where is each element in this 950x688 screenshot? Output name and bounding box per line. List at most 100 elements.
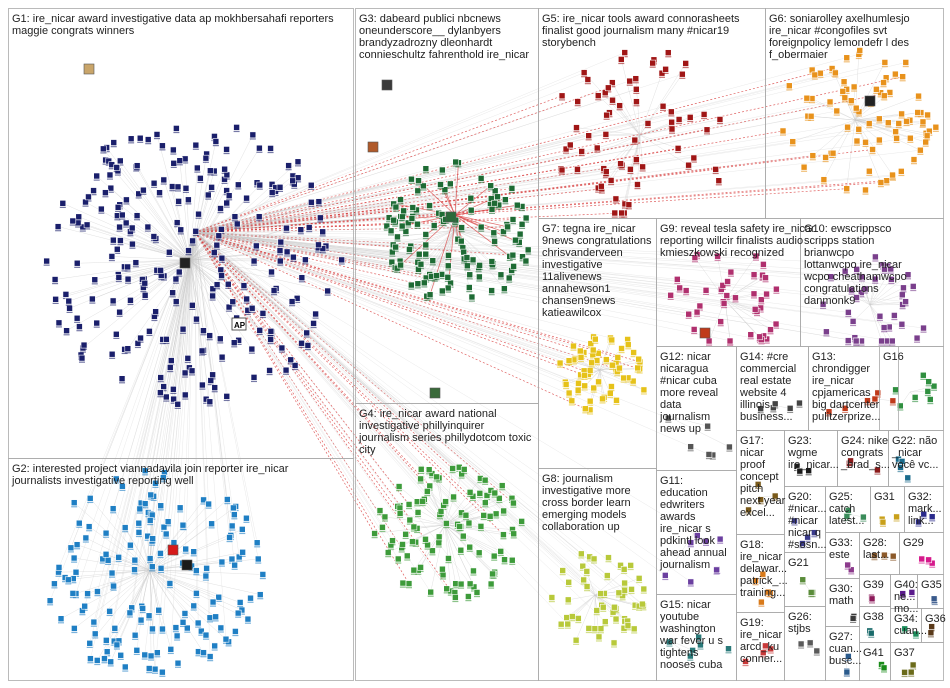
node-g9[interactable] [750, 290, 758, 298]
node-g2[interactable] [137, 616, 145, 624]
node-g8[interactable] [590, 555, 598, 563]
node-g1[interactable] [133, 212, 141, 219]
node-g2[interactable] [70, 499, 78, 506]
node-g8[interactable] [563, 614, 571, 621]
node-g6[interactable] [826, 98, 834, 106]
node-g7[interactable] [640, 386, 648, 394]
node-g4[interactable] [457, 546, 465, 554]
node-g1[interactable] [256, 144, 263, 152]
node-g1[interactable] [136, 134, 144, 142]
node-g1[interactable] [163, 336, 170, 343]
node-g12[interactable] [687, 443, 694, 450]
node-g6[interactable] [853, 137, 861, 145]
node-g2[interactable] [145, 612, 153, 620]
node-g17[interactable] [757, 496, 764, 503]
node-g1[interactable] [127, 135, 135, 143]
node-g1[interactable] [315, 241, 322, 249]
node-g20[interactable] [799, 540, 806, 547]
node-g1[interactable] [93, 172, 101, 180]
node-g1[interactable] [250, 374, 258, 381]
node-g18[interactable] [752, 577, 759, 584]
node-g1[interactable] [152, 308, 159, 315]
node-g1[interactable] [107, 184, 115, 192]
node-g4[interactable] [466, 543, 474, 551]
node-g4[interactable] [442, 498, 449, 505]
node-g9[interactable] [702, 287, 710, 294]
node-g7[interactable] [624, 341, 632, 348]
node-g9[interactable] [767, 326, 774, 333]
node-g2[interactable] [87, 655, 94, 662]
node-g1[interactable] [277, 238, 285, 246]
node-g6[interactable] [779, 127, 787, 135]
node-g2[interactable] [179, 619, 187, 626]
node-g5[interactable] [715, 177, 723, 185]
node-g2[interactable] [119, 482, 126, 490]
node-g6[interactable] [786, 82, 793, 90]
node-g4[interactable] [473, 589, 481, 596]
node-g7[interactable] [581, 371, 588, 379]
node-g2[interactable] [173, 632, 181, 640]
node-g16[interactable] [892, 386, 899, 394]
node-g9[interactable] [685, 310, 693, 318]
node-g3[interactable] [458, 224, 465, 231]
node-g6[interactable] [898, 168, 905, 175]
node-g5[interactable] [602, 131, 610, 138]
node-g2[interactable] [200, 649, 207, 656]
node-g2[interactable] [157, 550, 164, 557]
node-g3[interactable] [490, 229, 498, 237]
node-g1[interactable] [63, 327, 70, 334]
node-g3[interactable] [421, 279, 428, 287]
node-g4[interactable] [422, 536, 429, 543]
node-g3[interactable] [476, 273, 483, 281]
node-g5[interactable] [664, 49, 672, 56]
node-g10[interactable] [827, 273, 835, 280]
node-g8[interactable] [593, 607, 601, 614]
node-g1[interactable] [115, 274, 123, 281]
node-g1[interactable] [137, 334, 144, 342]
node-g2[interactable] [239, 548, 246, 556]
node-g2[interactable] [243, 514, 250, 522]
node-g2[interactable] [218, 558, 226, 566]
node-g5[interactable] [662, 65, 669, 73]
node-g23[interactable] [805, 467, 812, 474]
node-g1[interactable] [113, 245, 121, 253]
node-g11[interactable] [702, 537, 710, 545]
node-g6[interactable] [884, 119, 892, 127]
node-g1[interactable] [185, 196, 192, 204]
node-g1[interactable] [124, 263, 131, 271]
node-g6[interactable] [902, 59, 910, 66]
node-g1[interactable] [307, 181, 315, 189]
node-g6[interactable] [876, 115, 883, 123]
node-g7[interactable] [618, 345, 625, 352]
node-g1[interactable] [213, 241, 221, 249]
node-g1[interactable] [162, 393, 170, 401]
node-g4[interactable] [419, 498, 426, 505]
node-g4[interactable] [480, 512, 488, 519]
node-g1[interactable] [153, 131, 161, 138]
node-g6[interactable] [840, 78, 848, 86]
node-g1[interactable] [173, 125, 180, 132]
node-g1[interactable] [209, 292, 216, 300]
node-g2[interactable] [208, 520, 215, 528]
node-g8[interactable] [639, 600, 646, 608]
node-g8[interactable] [615, 589, 623, 597]
node-g5[interactable] [631, 136, 639, 144]
node-g5[interactable] [633, 156, 640, 163]
node-g5[interactable] [584, 76, 592, 83]
node-g5[interactable] [573, 124, 580, 131]
node-g4[interactable] [414, 509, 422, 516]
node-g1[interactable] [179, 325, 187, 333]
node-g6[interactable] [880, 79, 887, 86]
node-g3[interactable] [415, 177, 422, 185]
node-g1[interactable] [73, 259, 81, 267]
node-g2[interactable] [103, 637, 110, 644]
node-g3[interactable] [437, 181, 444, 188]
ap-avatar-node[interactable]: AP [231, 317, 247, 331]
node-g26[interactable] [813, 647, 821, 655]
avatar-node[interactable] [381, 79, 393, 91]
node-g10[interactable] [871, 275, 879, 283]
node-g33[interactable] [847, 566, 855, 574]
node-g3[interactable] [497, 271, 505, 279]
node-g9[interactable] [682, 287, 690, 294]
node-g2[interactable] [117, 651, 125, 659]
